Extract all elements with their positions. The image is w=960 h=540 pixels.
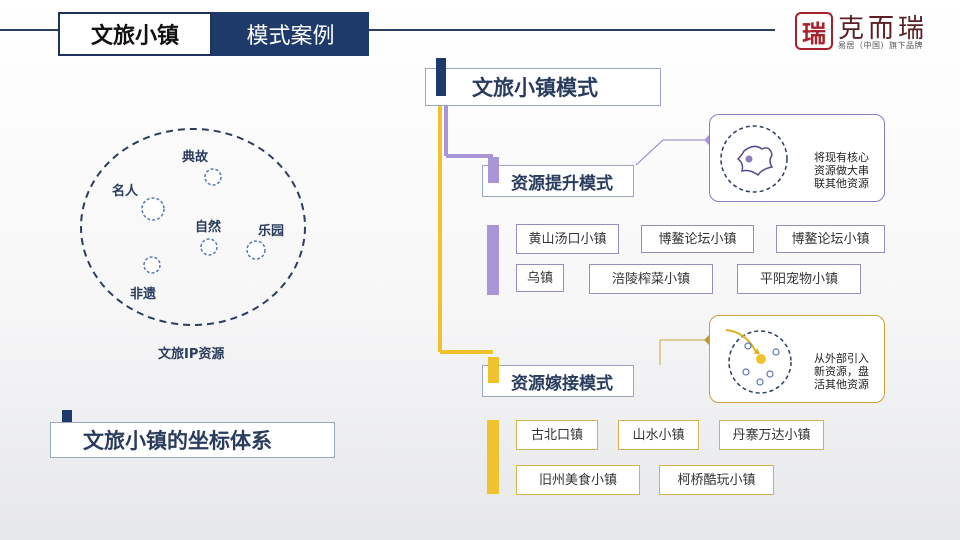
case-tag: 乌镇 <box>516 264 564 292</box>
case-tag: 旧州美食小镇 <box>516 465 640 495</box>
case-tag: 古北口镇 <box>516 420 598 450</box>
header-rule <box>0 29 775 31</box>
mode-main-title: 文旅小镇模式 <box>425 68 661 106</box>
case-tag: 山水小镇 <box>618 420 699 450</box>
absorb-diagram-icon <box>720 125 788 193</box>
case-tag: 涪陵榨菜小镇 <box>589 264 713 294</box>
mode-main-title-bar <box>436 58 446 96</box>
mode2-case-bar <box>487 420 499 494</box>
page-title: 文旅小镇 <box>58 12 212 56</box>
mode1-case-bar <box>487 225 499 295</box>
mode1-title: 资源提升模式 <box>482 165 634 197</box>
mode2-callout: 从外部引入新资源，盘活其他资源 <box>709 315 885 403</box>
node-feiyi <box>143 256 161 274</box>
logo-tagline: 易居（中国）旗下品牌 <box>838 41 923 50</box>
resource-feiyi: 非遗 <box>130 287 157 302</box>
case-tag: 黄山汤口小镇 <box>516 224 619 254</box>
mode1-title-bar <box>488 157 499 183</box>
logo-name: 克而瑞 <box>838 14 929 44</box>
node-diangu <box>204 168 222 186</box>
circle-caption: 文旅IP资源 <box>158 347 225 362</box>
ip-resource-circle <box>80 128 306 326</box>
case-tag: 博鳌论坛小镇 <box>776 225 885 253</box>
graft-diagram-icon <box>725 329 792 394</box>
case-tag: 丹寨万达小镇 <box>719 420 824 450</box>
resource-ziran: 自然 <box>195 220 222 235</box>
node-leyuan <box>246 240 266 260</box>
mode1-desc: 将现有核心资源做大串联其他资源 <box>814 151 869 190</box>
mode2-desc: 从外部引入新资源，盘活其他资源 <box>814 352 869 391</box>
resource-mingren: 名人 <box>112 184 139 199</box>
resource-diangu: 典故 <box>182 150 209 165</box>
mode2-title: 资源嫁接模式 <box>482 365 634 397</box>
mode2-title-bar <box>488 357 499 383</box>
coord-title: 文旅小镇的坐标体系 <box>50 422 335 458</box>
case-tag: 柯桥酷玩小镇 <box>659 465 774 495</box>
node-mingren <box>141 197 165 221</box>
page-subtitle: 模式案例 <box>212 12 369 56</box>
logo-seal-icon: 瑞 <box>795 12 833 50</box>
node-ziran <box>200 238 218 256</box>
mode1-callout: 将现有核心资源做大串联其他资源 <box>709 114 885 202</box>
case-tag: 博鳌论坛小镇 <box>641 225 754 253</box>
leader-1 <box>635 139 664 166</box>
case-tag: 平阳宠物小镇 <box>737 264 861 294</box>
resource-leyuan: 乐园 <box>258 224 285 239</box>
